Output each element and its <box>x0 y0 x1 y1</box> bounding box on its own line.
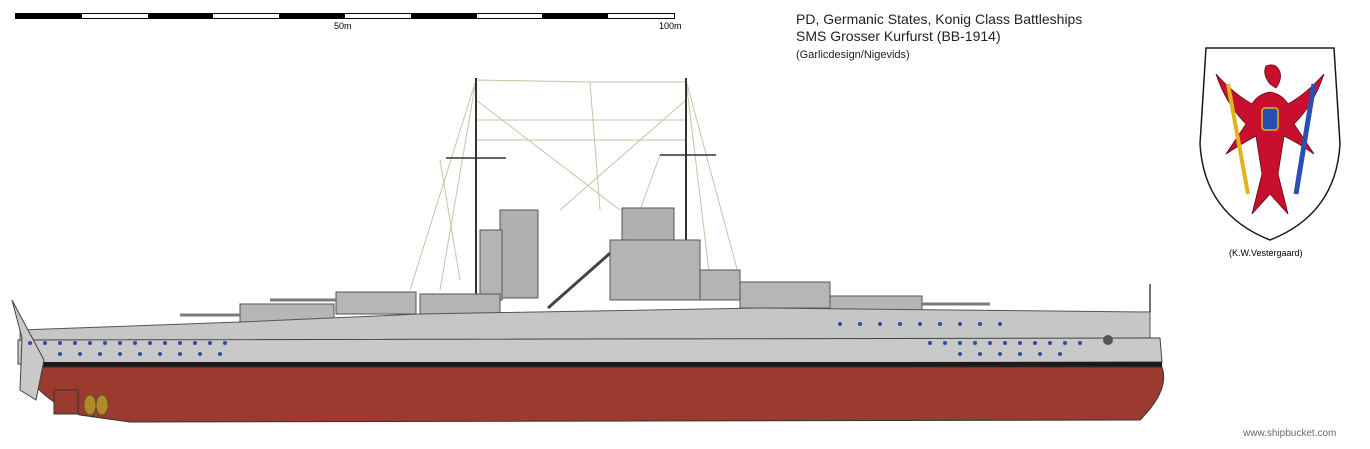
rigging <box>409 79 741 291</box>
scale-segment <box>410 14 477 18</box>
scepter-gold-icon <box>1226 83 1250 195</box>
scale-segment <box>16 14 82 18</box>
funnel-fore <box>499 209 539 299</box>
propellers <box>83 394 109 416</box>
arms-credit: (K.W.Vestergaard) <box>1229 248 1303 258</box>
scale-segment <box>81 14 148 18</box>
scale-bar <box>15 13 675 19</box>
scale-segment <box>344 14 411 18</box>
anchor-hawse <box>1103 335 1113 345</box>
boot-stripe <box>40 362 1162 367</box>
scale-segment <box>213 14 280 18</box>
coat-of-arms-icon <box>1199 47 1341 241</box>
title-line-2: SMS Grosser Kurfurst (BB-1914) <box>796 28 1001 44</box>
title-line-1: PD, Germanic States, Konig Class Battles… <box>796 11 1083 27</box>
bow <box>11 299 45 401</box>
scepter-blue-icon <box>1293 83 1317 195</box>
portholes <box>28 322 1082 356</box>
scale-segment <box>279 14 345 18</box>
scale-segment <box>542 14 609 18</box>
gun-barrels <box>180 298 990 317</box>
scale-label-100m: 100m <box>659 21 682 31</box>
scale-label-50m: 50m <box>334 21 352 31</box>
battleship-profile <box>11 78 1165 423</box>
rudder <box>53 389 79 415</box>
design-credit: (Garlicdesign/Nigevids) <box>796 49 910 61</box>
scale-segment <box>147 14 214 18</box>
eagle-icon <box>1215 64 1325 215</box>
breast-shield-icon <box>1261 107 1279 131</box>
scale-segment <box>608 14 674 18</box>
scale-segment <box>476 14 543 18</box>
watermark: www.shipbucket.com <box>1243 428 1337 439</box>
hull-lower <box>21 366 1165 423</box>
superstructure <box>419 229 741 315</box>
